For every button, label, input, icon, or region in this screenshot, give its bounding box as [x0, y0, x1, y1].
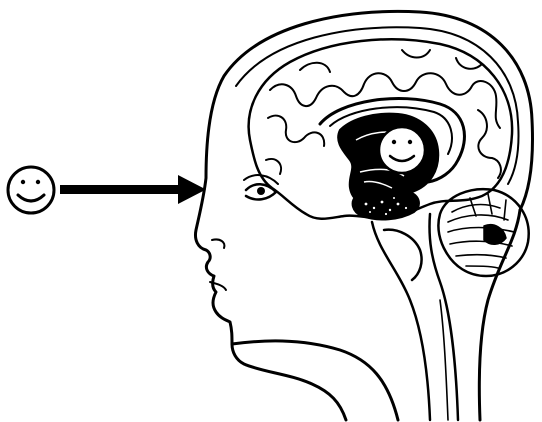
outside-smiley-mouth: [18, 195, 44, 201]
pupil: [257, 187, 265, 195]
jaw-line: [232, 341, 398, 420]
arrow-shaft: [60, 185, 182, 194]
nostril: [212, 239, 224, 248]
outside-smiley-face-icon: [8, 167, 54, 213]
inner-smiley-face-icon: [379, 127, 425, 173]
cerebellum-folia: [448, 194, 514, 268]
outside-smiley-right-eye: [36, 180, 40, 184]
spinal-cord-core: [440, 300, 448, 420]
viewing-arrow: [60, 175, 206, 204]
inner-smiley-left-eye: [392, 140, 396, 144]
outside-smiley-outline: [8, 167, 54, 213]
outside-smiley-left-eye: [21, 180, 25, 184]
brainstem: [372, 214, 458, 420]
pons-bulge: [384, 230, 422, 280]
arbor-vitae: [484, 225, 506, 245]
inner-smiley-right-eye: [408, 140, 412, 144]
inner-smiley-outline: [379, 127, 425, 173]
brainstem-back: [429, 214, 458, 420]
